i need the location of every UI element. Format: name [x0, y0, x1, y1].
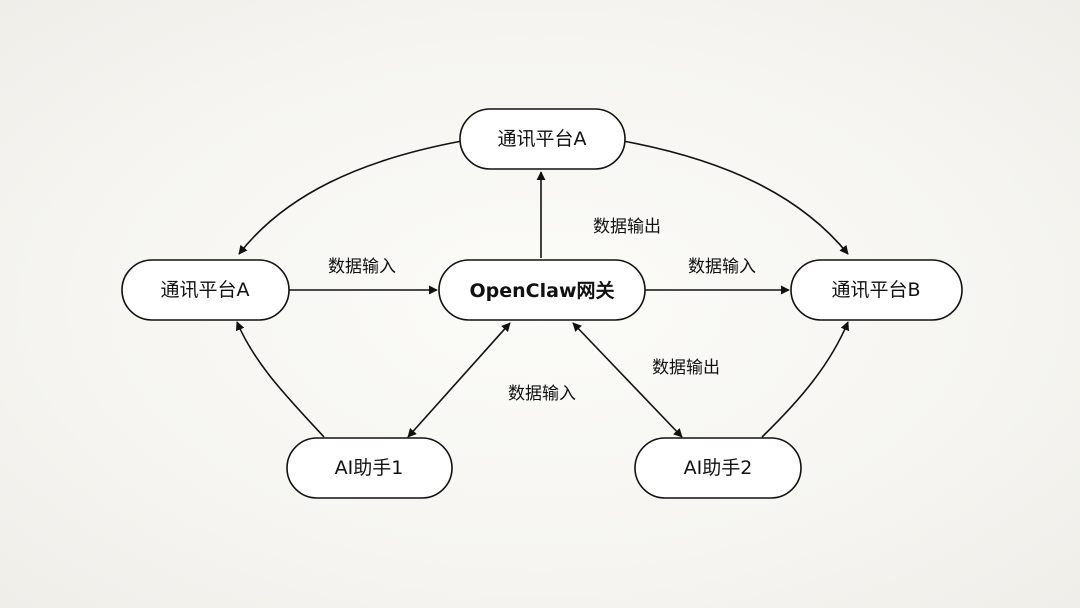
edge-label-output-lower-right: 数据输出 — [652, 358, 720, 378]
node-platform-a-left: 通讯平台A — [121, 259, 290, 321]
edge-ai2-to-platform-b — [761, 321, 850, 438]
edge-label-input-left: 数据输入 — [328, 257, 396, 277]
node-gateway-label: OpenClaw网关 — [470, 279, 615, 302]
node-ai-assistant-1-label: AI助手1 — [335, 457, 404, 479]
edge-label-output-top: 数据输出 — [593, 217, 661, 237]
node-ai-assistant-2: AI助手2 — [634, 437, 802, 499]
node-ai-assistant-2-label: AI助手2 — [684, 457, 753, 479]
node-platform-b-label: 通讯平台B — [831, 279, 920, 301]
node-ai-assistant-1: AI助手1 — [286, 437, 453, 499]
edge-gateway-ai2-bidirectional — [572, 322, 683, 438]
edge-label-input-lower: 数据输入 — [508, 384, 576, 404]
node-platform-a-left-label: 通讯平台A — [161, 279, 250, 301]
node-platform-b: 通讯平台B — [790, 259, 963, 321]
edge-ai1-to-platform-a-left — [235, 321, 325, 438]
edge-ai1-gateway-bidirectional — [407, 322, 511, 438]
edge-platform-a-top-to-platform-a-left — [238, 140, 463, 255]
node-gateway: OpenClaw网关 — [438, 259, 646, 321]
node-platform-a-top: 通讯平台A — [459, 108, 626, 170]
edge-label-input-right: 数据输入 — [688, 257, 756, 277]
edge-platform-a-top-to-platform-b — [622, 140, 849, 255]
node-platform-a-top-label: 通讯平台A — [498, 128, 587, 150]
